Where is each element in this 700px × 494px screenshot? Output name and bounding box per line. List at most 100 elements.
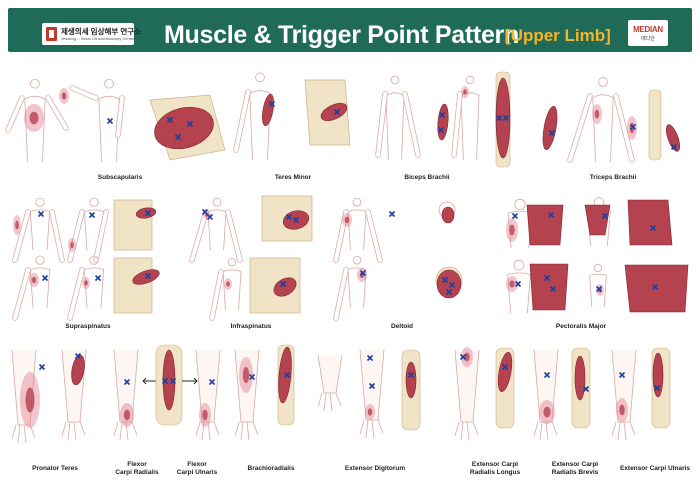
torso-outline	[507, 272, 531, 314]
torso-outline	[589, 273, 607, 308]
label-flexor-carpi-ulnaris: Flexor Carpi Ulnaris	[176, 461, 218, 476]
hand-outline	[11, 424, 36, 444]
muscle-shape	[542, 106, 558, 150]
muscle-shape	[71, 354, 85, 386]
trigger-point-x-mark	[174, 133, 182, 141]
trigger-point-x-mark	[268, 100, 276, 108]
head-outline	[513, 259, 525, 271]
arm-fill	[190, 210, 208, 262]
hand-outline	[454, 421, 479, 441]
trigger-point-x-mark	[123, 378, 131, 386]
arm-fill	[210, 270, 223, 320]
head-outline	[212, 197, 222, 207]
trigger-point-x-mark	[582, 385, 590, 393]
trigger-point-x-mark	[333, 108, 341, 116]
trigger-point-x-mark	[543, 371, 551, 379]
arm-fill	[568, 94, 592, 162]
pain-core	[25, 387, 35, 413]
hand-outline	[113, 421, 138, 441]
header-banner: 제생의세 임상해부 연구소 Jesaeng – Sekai Clinical A…	[8, 8, 692, 52]
median-logo: MEDIAN 메디안	[628, 20, 668, 46]
label-triceps-brachii: Triceps Brachii	[589, 174, 637, 181]
head-outline	[89, 197, 99, 207]
label-infraspinatus: Infraspinatus	[230, 323, 272, 330]
trigger-point-x-mark	[186, 120, 194, 128]
pain-core	[123, 409, 131, 421]
arm-fill	[68, 210, 84, 262]
trigger-point-x-mark	[366, 354, 374, 362]
head-outline	[593, 263, 603, 272]
trigger-point-x-mark	[448, 281, 456, 289]
muscle-shape	[574, 355, 586, 401]
trigger-point-x-mark	[629, 123, 637, 131]
scapula-shape	[113, 199, 153, 251]
pain-core	[594, 109, 600, 119]
muscle-shape	[320, 103, 348, 121]
head-outline	[255, 72, 265, 83]
label-subscapularis: Subscapularis	[97, 174, 143, 181]
trigger-point-x-mark	[201, 208, 209, 216]
trigger-point-x-mark	[38, 363, 46, 371]
trigger-point-x-mark	[441, 276, 449, 284]
hand-outline	[195, 421, 220, 441]
trigger-point-x-mark	[166, 116, 174, 124]
arm-fill	[6, 96, 24, 132]
muscle-shape	[437, 103, 449, 141]
label-deltoid: Deltoid	[390, 323, 414, 330]
pain-core	[61, 92, 67, 100]
label-extensor-carpi-ulnaris: Extensor Carpi Ulnaris	[619, 465, 691, 472]
muscle-shape	[405, 361, 417, 399]
trigger-point-x-mark	[144, 272, 152, 280]
hand-outline	[61, 421, 86, 441]
trigger-point-x-mark	[601, 212, 609, 220]
page-subtitle: [Upper Limb]	[505, 26, 611, 45]
label-biceps-brachii: Biceps Brachii	[404, 174, 450, 181]
arm-fill	[226, 210, 242, 262]
trigger-point-x-mark	[549, 285, 557, 293]
torso-outline	[385, 92, 405, 161]
trigger-point-x-mark	[407, 371, 415, 379]
median-brand: MEDIAN	[633, 25, 663, 34]
institute-emblem-icon	[46, 27, 57, 41]
head-outline	[227, 257, 237, 267]
trigger-point-x-mark	[94, 274, 102, 282]
arm-fill	[403, 92, 420, 157]
trigger-point-x-mark	[88, 211, 96, 219]
arm-fill	[13, 210, 30, 262]
torso-outline	[460, 92, 480, 161]
head-outline	[352, 197, 362, 207]
arm-fill	[50, 210, 64, 262]
pain-core	[619, 404, 625, 416]
trigger-point-x-mark	[359, 269, 367, 277]
trigger-point-x-mark	[208, 378, 216, 386]
arm-fill	[234, 90, 250, 152]
muscle-shape	[436, 269, 462, 299]
label-extensor-carpi-radialis-longus: Extensor Carpi Radialis Longus	[469, 461, 521, 476]
hand-outline	[317, 392, 342, 412]
trigger-point-x-mark	[292, 216, 300, 224]
arm-fill	[614, 94, 634, 162]
pain-core	[242, 366, 250, 384]
pain-core	[31, 276, 37, 284]
head-outline	[89, 255, 99, 265]
trigger-point-x-mark	[169, 377, 177, 385]
arm-fill	[94, 210, 108, 262]
trigger-point-x-mark	[653, 384, 661, 392]
bone-shape	[648, 89, 662, 161]
trigger-point-x-mark	[438, 111, 446, 119]
torso-outline	[24, 95, 46, 163]
torso-outline	[347, 267, 367, 309]
arm-fill	[46, 96, 68, 130]
pain-core	[70, 241, 74, 249]
trigger-point-x-mark	[279, 280, 287, 288]
direction-arrow	[182, 377, 198, 385]
pain-core	[15, 220, 19, 230]
trigger-point-x-mark	[206, 213, 214, 221]
arm-fill	[13, 268, 30, 320]
trigger-point-x-mark	[502, 114, 510, 122]
trigger-point-x-mark	[41, 274, 49, 282]
torso-outline	[30, 267, 51, 309]
pain-core	[226, 281, 230, 287]
trigger-point-x-mark	[543, 274, 551, 282]
pain-core	[543, 406, 551, 418]
